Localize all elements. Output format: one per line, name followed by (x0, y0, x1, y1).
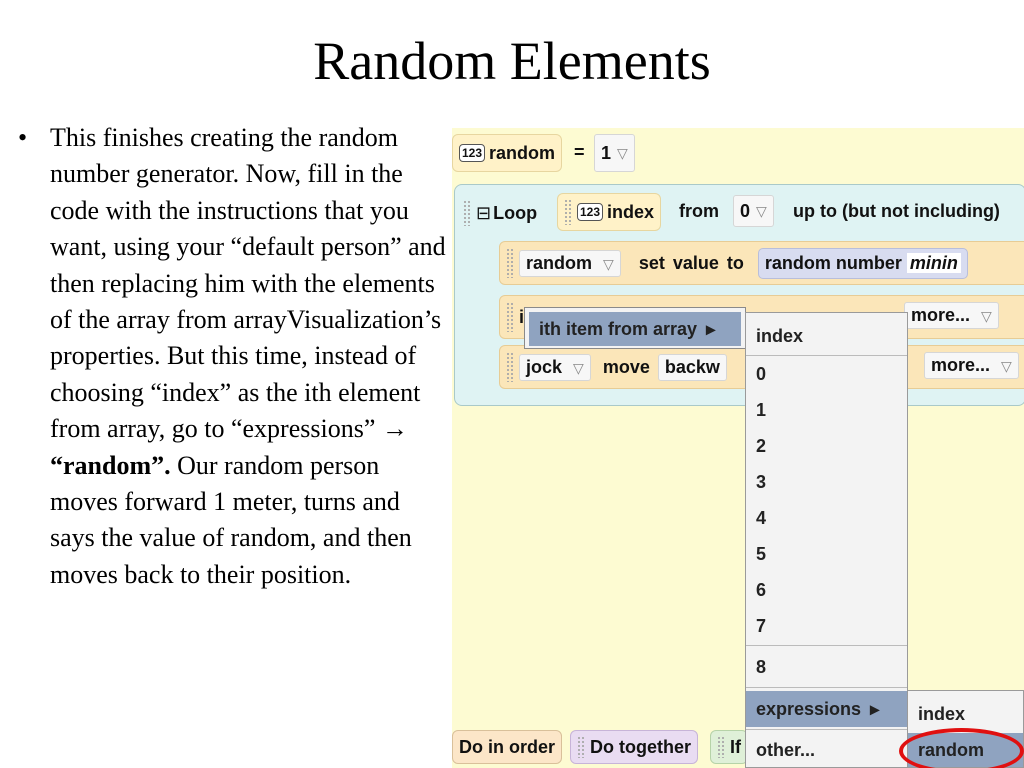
ith-item-menu[interactable]: ith item from array ▸ (524, 307, 746, 349)
bullet-text-part2: Our random person moves forward 1 meter,… (50, 450, 412, 589)
menu-item-0[interactable]: 0 (756, 364, 767, 384)
variable-name: random (489, 142, 556, 163)
drag-handle[interactable] (506, 302, 514, 332)
if-tile[interactable]: If (710, 730, 748, 764)
to-keyword: to (726, 252, 744, 273)
if-label: If (730, 736, 741, 757)
menu-item-7[interactable]: 7 (756, 616, 767, 636)
set-target-name: random (526, 252, 593, 273)
menu-separator (746, 645, 907, 646)
chevron-down-icon: ▽ (603, 255, 614, 272)
menu-separator (746, 729, 907, 730)
chevron-down-icon: ▽ (1001, 358, 1012, 374)
drag-handle[interactable] (717, 735, 725, 759)
bullet-paragraph: • This finishes creating the random numb… (18, 120, 450, 593)
menu-item-6[interactable]: 6 (756, 580, 767, 600)
slide-title: Random Elements (313, 31, 711, 91)
move-keyword: move (602, 356, 650, 377)
menu-item-2[interactable]: 2 (756, 436, 767, 456)
set-keyword: set (638, 252, 665, 273)
value-keyword: value (672, 252, 719, 273)
do-in-order-label: Do in order (459, 736, 556, 757)
menu-item-8[interactable]: 8 (756, 657, 767, 677)
expressions-label: expressions (756, 699, 862, 719)
function-name: random number (764, 252, 902, 273)
loop-index-name: index (607, 201, 655, 222)
direction-dropdown[interactable]: backw (657, 353, 727, 381)
set-target-dropdown[interactable]: random ▽ (519, 249, 621, 277)
bullet-body: This finishes creating the random number… (50, 120, 450, 593)
drag-handle[interactable] (506, 248, 514, 278)
submenu-arrow-icon: ▸ (706, 319, 716, 339)
more-label: more... (931, 355, 991, 375)
do-together-label: Do together (590, 736, 691, 757)
do-in-order-tile[interactable]: Do in order (452, 730, 563, 764)
chevron-down-icon: ▽ (981, 308, 992, 324)
more-label: more... (911, 305, 971, 325)
drag-handle[interactable] (577, 735, 585, 759)
arrow-glyph: → (381, 414, 408, 444)
menu-item-expressions[interactable]: expressions ▸ (746, 691, 907, 727)
set-value-statement[interactable]: random ▽ set value to random number mini… (499, 241, 1024, 285)
bullet-marker: • (18, 123, 28, 152)
object-name: jock (526, 356, 563, 377)
upto-label: up to (but not including) (793, 201, 1000, 221)
direction-value: backw (664, 356, 720, 377)
code-editor: 123 random = 1 ▽ ⊟ Loop 123 index from 0… (452, 128, 1024, 768)
chevron-down-icon: ▽ (756, 202, 767, 219)
menu-separator (746, 687, 907, 688)
drag-handle[interactable] (564, 199, 572, 225)
index-menu[interactable]: index 0 1 2 3 4 5 6 7 8 expressions ▸ ot… (745, 312, 908, 768)
menu-item-5[interactable]: 5 (756, 544, 767, 564)
menu-item-3[interactable]: 3 (756, 472, 767, 492)
chevron-down-icon: ▽ (617, 144, 628, 161)
highlight-circle (899, 728, 1024, 768)
from-value: 0 (740, 200, 751, 221)
menu-item-other[interactable]: other... (756, 740, 816, 760)
object-dropdown[interactable]: jock ▽ (519, 353, 591, 381)
from-label: from (679, 201, 719, 221)
bullet-text-part1: This finishes creating the random number… (50, 123, 446, 444)
from-value-dropdown[interactable]: 0 ▽ (733, 195, 774, 227)
submenu-item-index[interactable]: index (918, 704, 966, 724)
menu-item-1[interactable]: 1 (756, 400, 767, 420)
loop-header[interactable]: ⊟ Loop (463, 195, 537, 231)
menu-item-index[interactable]: index (756, 326, 804, 346)
ith-item-label: ith item from array (539, 319, 698, 339)
hidden-object-name: i (519, 306, 525, 327)
function-argument: minin (906, 252, 961, 273)
do-together-tile[interactable]: Do together (570, 730, 698, 764)
drag-handle[interactable] (506, 352, 514, 382)
bullet-bold-random: “random”. (50, 450, 171, 480)
submenu-arrow-icon: ▸ (870, 699, 880, 719)
chevron-down-icon: ▽ (573, 359, 584, 376)
more-dropdown[interactable]: more... ▽ (904, 302, 999, 329)
variable-value: 1 (601, 142, 612, 163)
ith-item-option[interactable]: ith item from array ▸ (529, 312, 741, 346)
variable-declaration[interactable]: 123 random (452, 134, 563, 172)
menu-item-4[interactable]: 4 (756, 508, 767, 528)
menu-separator (746, 355, 907, 356)
loop-index-variable[interactable]: 123 index (557, 193, 662, 231)
loop-keyword: Loop (493, 202, 538, 223)
drag-handle[interactable] (463, 200, 471, 226)
collapse-toggle-icon[interactable]: ⊟ (476, 202, 492, 223)
number-type-icon: 123 (459, 144, 486, 162)
loop-block[interactable]: ⊟ Loop 123 index from 0 ▽ up to (but not… (454, 184, 1024, 406)
variable-value-dropdown[interactable]: 1 ▽ (594, 134, 635, 172)
random-number-function[interactable]: random number minin (757, 247, 968, 279)
more-dropdown[interactable]: more... ▽ (924, 352, 1019, 379)
equals-sign: = (574, 142, 585, 162)
number-type-icon: 123 (577, 203, 604, 221)
